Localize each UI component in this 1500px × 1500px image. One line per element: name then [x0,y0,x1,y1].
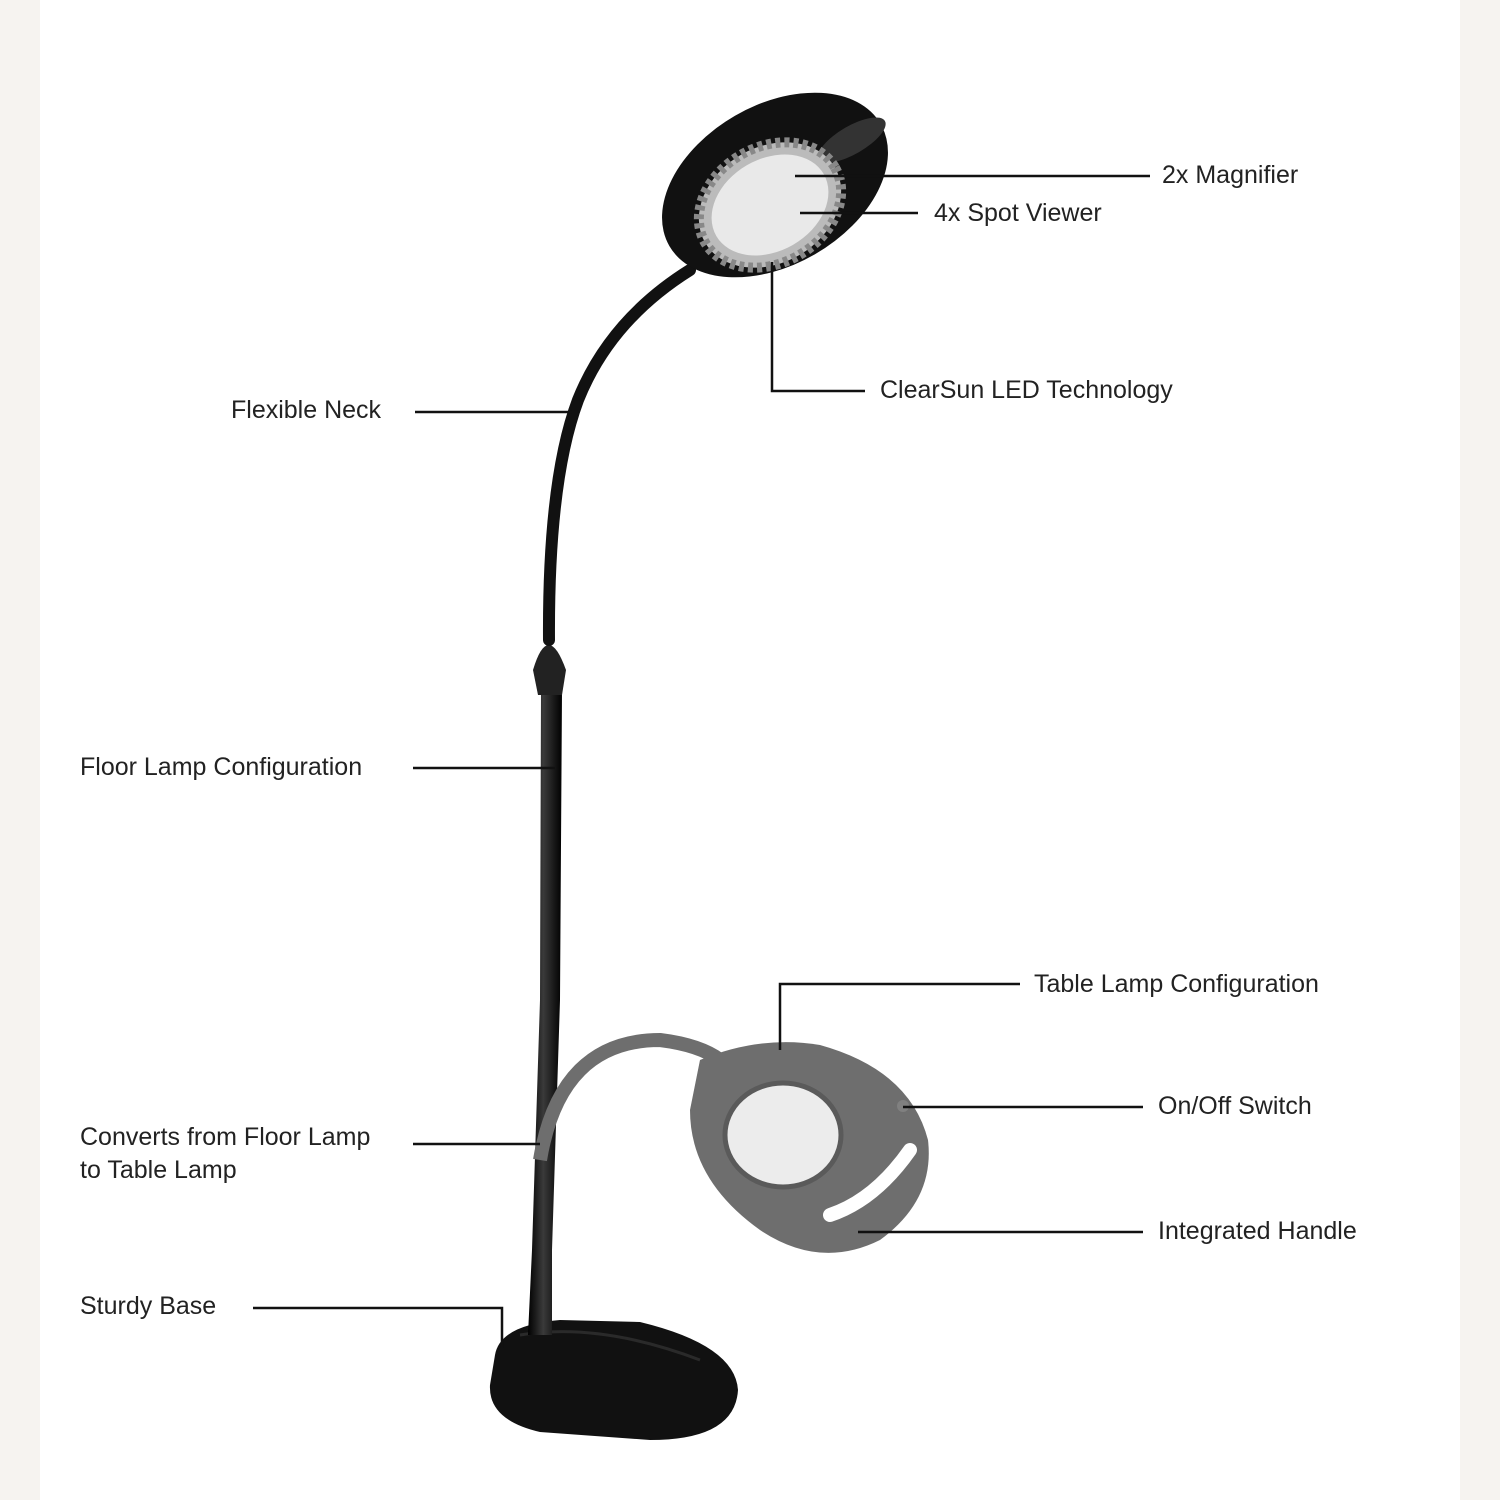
leader-lines [253,174,1150,1348]
label-converts-line2: to Table Lamp [80,1156,237,1184]
sturdy-base [489,1320,738,1440]
label-led-technology: ClearSun LED Technology [880,376,1173,404]
label-on-off-switch: On/Off Switch [1158,1092,1312,1120]
label-flexible-neck: Flexible Neck [231,396,382,424]
label-sturdy-base: Sturdy Base [80,1292,217,1320]
label-integrated-handle: Integrated Handle [1158,1217,1357,1245]
label-floor-lamp-configuration: Floor Lamp Configuration [80,753,363,781]
label-2x-magnifier: 2x Magnifier [1162,161,1299,189]
label-4x-spot-viewer: 4x Spot Viewer [934,199,1102,227]
table-lamp-illustration [533,1032,929,1253]
label-converts-line1: Converts from Floor Lamp [80,1123,371,1151]
label-table-lamp-configuration: Table Lamp Configuration [1034,970,1319,998]
flexible-neck [542,264,696,646]
floor-pole [528,645,566,1335]
magnifier-head [662,92,888,278]
